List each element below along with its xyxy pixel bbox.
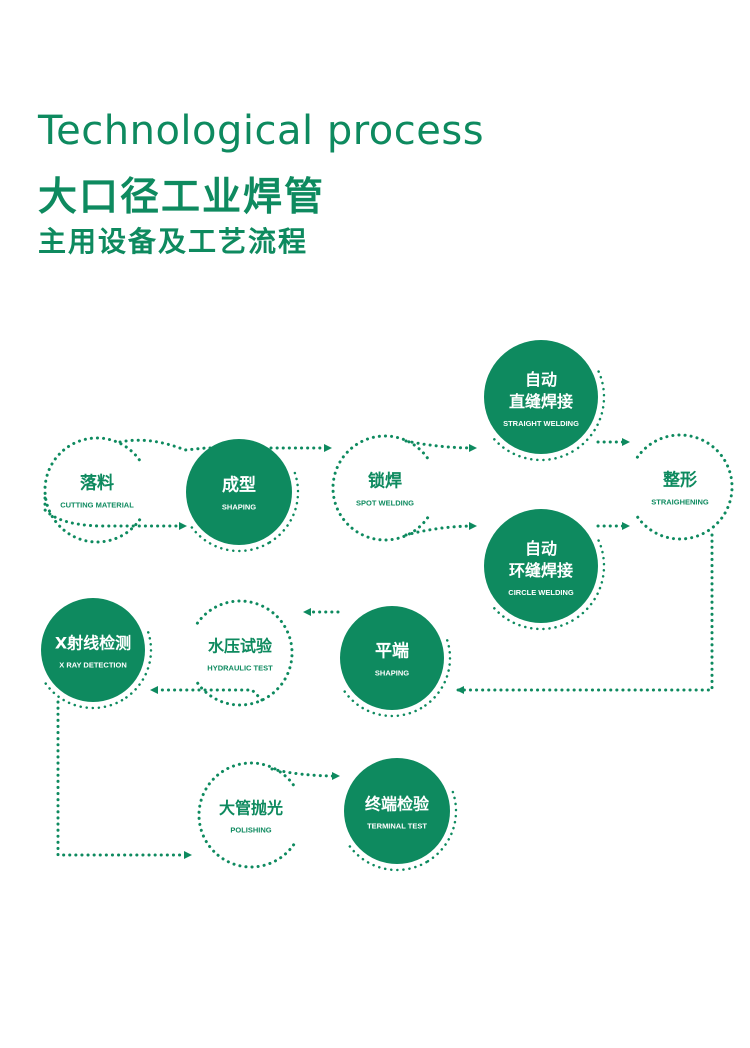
process-node-polish: 大管抛光 POLISHING bbox=[197, 761, 296, 869]
node-label-en: STRAIGHENING bbox=[651, 497, 709, 506]
node-label-en: STRAIGHT WELDING bbox=[503, 419, 579, 428]
connector-lines bbox=[43, 438, 714, 859]
node-label-en: SHAPING bbox=[375, 668, 409, 677]
process-node-cutting: 落料 CUTTING MATERIAL bbox=[43, 436, 142, 544]
node-dotted-ring bbox=[178, 431, 300, 553]
node-label-cn: 自动 bbox=[525, 539, 557, 558]
subtitle-chinese: 主用设备及工艺流程 bbox=[38, 225, 309, 258]
node-label-en: TERMINAL TEST bbox=[367, 821, 427, 830]
connector-arrow bbox=[456, 533, 714, 694]
connector-arrow bbox=[404, 439, 477, 452]
node-circle bbox=[41, 598, 145, 702]
node-label-cn: 终端检验 bbox=[365, 794, 430, 813]
process-node-terminal: 终端检验 TERMINAL TEST bbox=[336, 750, 458, 872]
connector-arrow bbox=[404, 522, 477, 537]
node-label-cn: X射线检测 bbox=[55, 633, 131, 652]
node-label-cn: 成型 bbox=[222, 474, 256, 495]
node-label-cn: 环缝焊接 bbox=[509, 561, 573, 580]
node-circle bbox=[344, 758, 450, 864]
process-node-shaping: 成型 SHAPING bbox=[178, 431, 300, 553]
process-node-hydraulic: 水压试验 HYDRAULIC TEST bbox=[195, 599, 294, 707]
process-node-xray: X射线检测 X RAY DETECTION bbox=[33, 590, 153, 710]
node-circle bbox=[340, 606, 444, 710]
node-label-cn: 平端 bbox=[375, 640, 409, 661]
node-dotted-ring bbox=[476, 501, 606, 631]
node-dotted-ring bbox=[33, 590, 153, 710]
connector-arrow bbox=[43, 496, 187, 530]
node-label-cn: 直缝焊接 bbox=[509, 392, 573, 411]
node-label-en: SPOT WELDING bbox=[356, 498, 414, 507]
node-label-en: SHAPING bbox=[222, 502, 256, 511]
node-label-cn: 自动 bbox=[525, 370, 557, 389]
node-label-en: CIRCLE WELDING bbox=[508, 588, 574, 597]
connector-arrow bbox=[270, 767, 340, 780]
process-nodes: 落料 CUTTING MATERIAL 成型 SHAPING 锁焊 SPOT WELDIN… bbox=[33, 332, 734, 872]
title-chinese: 大口径工业焊管 bbox=[38, 175, 326, 220]
node-label-cn: 锁焊 bbox=[368, 470, 402, 491]
title-english: Technological process bbox=[38, 108, 485, 154]
node-label-en: HYDRAULIC TEST bbox=[207, 663, 273, 672]
node-circle bbox=[186, 439, 292, 545]
node-circle bbox=[484, 509, 598, 623]
node-label-cn: 落料 bbox=[80, 472, 114, 493]
node-label-en: X RAY DETECTION bbox=[59, 660, 127, 669]
node-dotted-ring bbox=[332, 598, 452, 718]
node-label-cn: 大管抛光 bbox=[219, 798, 283, 817]
node-dotted-ring bbox=[476, 332, 606, 462]
connector-arrow bbox=[118, 438, 332, 452]
process-node-straighten: 整形 STRAIGHENING bbox=[635, 433, 734, 541]
process-node-spot: 锁焊 SPOT WELDING bbox=[331, 434, 430, 542]
node-label-en: CUTTING MATERIAL bbox=[60, 500, 134, 509]
node-label-cn: 整形 bbox=[663, 469, 697, 490]
node-label-cn: 水压试验 bbox=[208, 636, 273, 655]
connector-arrow bbox=[150, 686, 264, 702]
node-label-en: POLISHING bbox=[230, 825, 271, 834]
node-dotted-ring bbox=[336, 750, 458, 872]
process-node-flat: 平端 SHAPING bbox=[332, 598, 452, 718]
connector-arrow bbox=[56, 700, 192, 859]
node-circle bbox=[484, 340, 598, 454]
